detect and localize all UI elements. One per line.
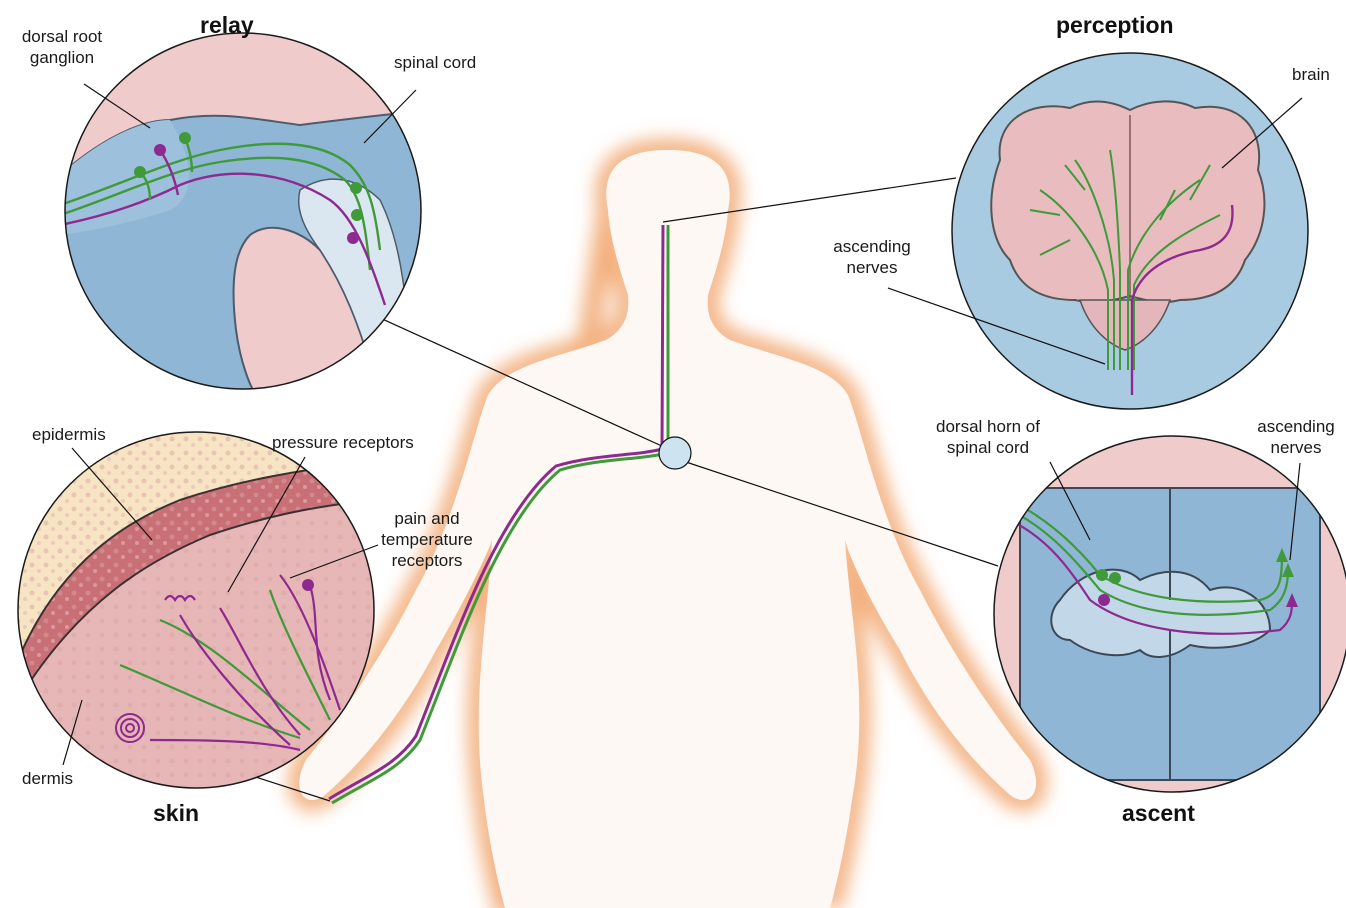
dorsal-root-ganglion-label: dorsal root ganglion	[6, 26, 118, 68]
spinal-cord-label: spinal cord	[394, 52, 476, 73]
relay-title: relay	[200, 12, 254, 39]
dorsal-horn-label: dorsal horn of spinal cord	[922, 416, 1054, 458]
skin-title: skin	[153, 800, 199, 827]
ascent-title: ascent	[1122, 800, 1195, 827]
brain-label: brain	[1292, 64, 1330, 85]
relay-panel	[60, 30, 430, 400]
ascent-panel	[994, 436, 1346, 796]
ascending-nerves-label-cord: ascending nerves	[1244, 416, 1346, 458]
epidermis-label: epidermis	[32, 424, 106, 445]
perception-panel	[888, 50, 1310, 415]
dermis-label: dermis	[22, 768, 73, 789]
perception-title: perception	[1056, 12, 1174, 39]
ascending-nerves-label-brain: ascending nerves	[820, 236, 924, 278]
spinal-junction-node	[659, 437, 691, 469]
pressure-receptors-label: pressure receptors	[272, 432, 414, 453]
pain-temperature-receptors-label: pain and temperature receptors	[372, 508, 482, 571]
